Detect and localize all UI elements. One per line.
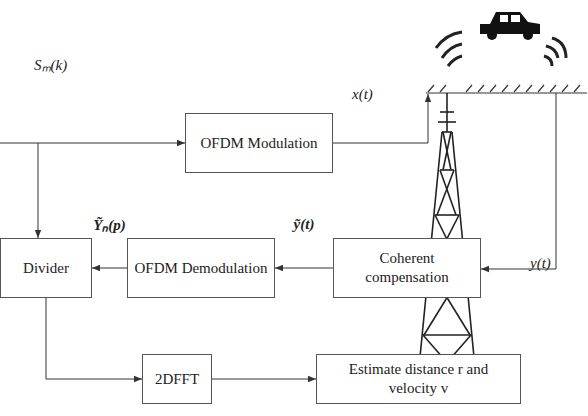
process-box: OFDM Modulation [185, 113, 333, 173]
box-text-group: Divider [23, 259, 69, 278]
box-text-group: Estimate distance r and velocity v [323, 360, 514, 398]
process-box: Estimate distance r and velocity v [316, 354, 521, 404]
box-label: OFDM Demodulation [135, 259, 268, 278]
signal-arrow [46, 298, 142, 379]
signal-label: y(t) [530, 255, 551, 272]
signal-label: ỹ(t) [294, 216, 315, 233]
box-text-group: OFDM Modulation [200, 134, 317, 153]
process-box: Divider [0, 238, 92, 298]
signal-arrow [212, 379, 316, 380]
signal-arrow [92, 268, 127, 269]
box-label: Coherent compensation [340, 249, 474, 287]
process-box: 2DFFT [142, 354, 212, 404]
box-label: Estimate distance r and velocity v [323, 360, 514, 398]
ground-hatch [426, 85, 587, 93]
signal-label: x(t) [352, 86, 373, 103]
box-label: Divider [23, 259, 69, 278]
rx-line [481, 93, 556, 269]
input-line [0, 143, 185, 238]
signal-label: Sₘ(k) [34, 54, 67, 74]
box-label: OFDM Modulation [200, 134, 317, 153]
box-text-group: 2DFFT [155, 370, 199, 389]
tx-line [333, 94, 428, 143]
signal-label: Ỹₙ(p) [93, 214, 126, 234]
process-box: OFDM Demodulation [127, 238, 275, 298]
box-label: 2DFFT [155, 370, 199, 389]
box-text-group: Coherent compensation [340, 249, 474, 287]
car-illustration [480, 12, 540, 40]
signal-waves [436, 32, 566, 66]
process-box: Coherent compensation [333, 238, 481, 298]
box-text-group: OFDM Demodulation [135, 259, 268, 278]
signal-arrow [275, 268, 333, 269]
